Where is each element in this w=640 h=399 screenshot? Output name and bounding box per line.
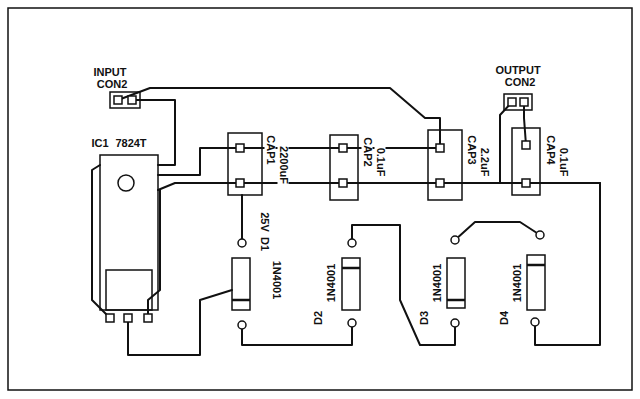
capacitor-outline <box>428 130 462 200</box>
solder-pad <box>508 98 516 106</box>
solder-pad <box>348 319 356 327</box>
copper-trace <box>524 102 526 145</box>
board-frame <box>8 8 632 390</box>
solder-pad <box>520 98 528 106</box>
capacitor-outline <box>330 135 358 200</box>
solder-pad <box>451 319 459 327</box>
regulator-outline <box>100 155 158 310</box>
part-name: CON2 <box>504 77 537 88</box>
connector-outline <box>110 92 140 108</box>
solder-pad <box>106 314 114 322</box>
part-name: CAP1 <box>265 134 276 165</box>
solder-pad <box>436 179 444 187</box>
diode-outline <box>447 258 465 308</box>
copper-trace <box>352 225 455 345</box>
part-name: CAP3 <box>466 134 477 165</box>
part-value: 1N4001 <box>326 263 337 304</box>
solder-pad <box>114 96 122 104</box>
part-name: IC1 <box>90 138 109 149</box>
capacitor-outline <box>512 128 540 195</box>
solder-pad <box>436 144 444 152</box>
diode-band <box>527 264 545 267</box>
solder-pad <box>128 96 136 104</box>
capacitor-outline <box>228 133 262 195</box>
copper-trace <box>92 165 110 318</box>
copper-trace <box>455 222 540 240</box>
mounting-hole <box>118 175 134 191</box>
part-name: CAP4 <box>545 134 556 165</box>
part-value: 7824T <box>114 138 147 149</box>
solder-pad <box>238 321 246 329</box>
diode-band <box>232 299 250 302</box>
solder-pad <box>531 318 539 326</box>
connector-label: INPUT <box>93 67 128 78</box>
solder-pad <box>339 179 347 187</box>
connector-label: OUTPUT <box>494 65 541 76</box>
solder-pad <box>144 314 152 322</box>
solder-pad <box>451 236 459 244</box>
diode-band <box>342 267 360 270</box>
solder-pad <box>348 239 356 247</box>
copper-trace <box>128 290 232 355</box>
part-name: D4 <box>499 310 510 326</box>
solder-pad <box>236 144 244 152</box>
solder-pad <box>236 179 244 187</box>
copper-trace <box>500 102 512 183</box>
regulator-tab <box>106 270 152 310</box>
diode-outline <box>232 258 250 310</box>
solder-pad <box>536 231 544 239</box>
part-name: D1 <box>259 236 270 252</box>
part-name: CON2 <box>96 79 129 90</box>
part-value: 1N4001 <box>271 260 282 301</box>
copper-trace <box>242 323 352 345</box>
part-value: 0.1uF <box>558 147 569 178</box>
copper-trace <box>158 183 600 190</box>
solder-pad <box>238 239 246 247</box>
diode-band <box>447 299 465 302</box>
copper-trace <box>118 88 440 148</box>
solder-pad <box>124 314 132 322</box>
part-name: D2 <box>313 310 324 326</box>
part-value: 2.2uF <box>479 147 490 178</box>
solder-pad <box>339 144 347 152</box>
diode-outline <box>342 258 360 310</box>
voltage-rating: 25V <box>259 211 270 233</box>
part-name: D3 <box>419 310 430 326</box>
part-value: 0.1uF <box>375 147 386 178</box>
part-value: 1N4001 <box>432 263 443 304</box>
copper-trace <box>241 195 243 243</box>
part-name: CAP2 <box>362 136 373 167</box>
solder-pad <box>522 179 530 187</box>
part-value: 2200uF <box>278 145 289 185</box>
connector-outline <box>504 94 532 110</box>
copper-trace <box>158 148 440 175</box>
part-value: 1N4001 <box>512 263 523 304</box>
diode-outline <box>527 255 545 310</box>
solder-pad <box>522 141 530 149</box>
